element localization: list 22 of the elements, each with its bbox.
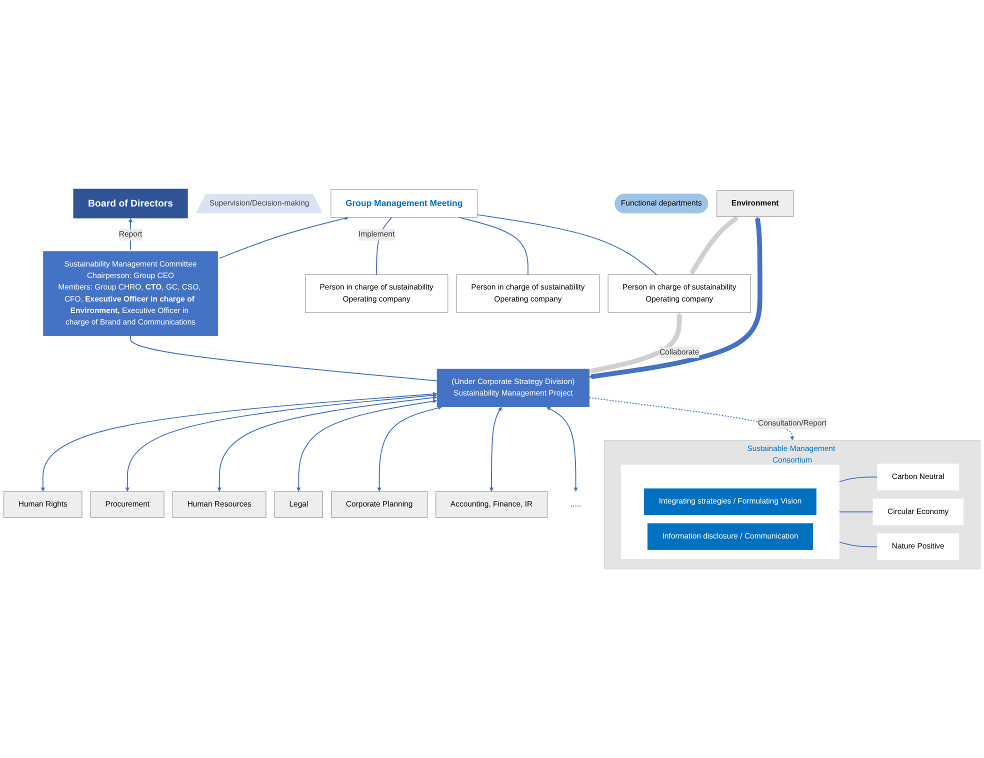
node-box: Board of Directors (73, 188, 188, 218)
cluster (621, 464, 840, 560)
connector (838, 511, 874, 512)
connector (838, 476, 878, 482)
arrow (546, 406, 578, 492)
arrow (296, 399, 438, 492)
connector (458, 216, 528, 276)
node-box: Group Management Meeting (330, 190, 478, 218)
connector (838, 542, 878, 548)
arrow (588, 397, 794, 440)
arrow (125, 393, 438, 492)
arrow (589, 216, 762, 380)
connector (476, 214, 658, 276)
arrow (690, 216, 738, 275)
arrow (218, 216, 349, 259)
arrow (377, 406, 442, 492)
arrow (128, 218, 133, 250)
arrow (489, 406, 502, 492)
arrow (589, 312, 682, 374)
connector (130, 335, 438, 382)
arrow (40, 392, 438, 492)
arrow (217, 396, 438, 492)
